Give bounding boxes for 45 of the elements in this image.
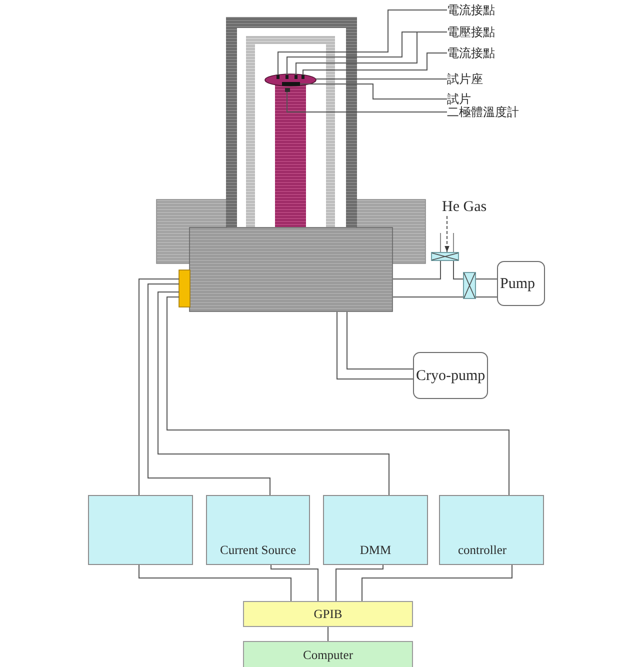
cable bbox=[158, 292, 390, 496]
callout-label: 試片 bbox=[447, 92, 471, 106]
contact-point bbox=[302, 75, 304, 79]
cable bbox=[270, 564, 318, 602]
sample-holder bbox=[264, 74, 316, 86]
leader-line bbox=[286, 92, 448, 112]
pump-box: Pump bbox=[497, 261, 545, 306]
instrument-box bbox=[88, 495, 193, 565]
diode-sensor bbox=[285, 88, 290, 92]
leader-line bbox=[316, 78, 448, 80]
pipe bbox=[453, 260, 464, 280]
callout-label: 二極體溫度計 bbox=[447, 105, 519, 119]
contact-point bbox=[286, 75, 288, 79]
cable bbox=[336, 564, 384, 602]
cable bbox=[166, 296, 510, 496]
instrument-box: controller bbox=[439, 495, 544, 565]
pipe bbox=[476, 278, 498, 298]
callout-label: 電流接點 bbox=[447, 46, 495, 60]
cryostat-drawing bbox=[156, 17, 426, 313]
cable bbox=[148, 284, 270, 496]
instrument-box: DMM bbox=[323, 495, 428, 565]
valve-icon bbox=[463, 272, 476, 299]
cable bbox=[362, 564, 512, 602]
sample-chip bbox=[282, 82, 300, 86]
interface-box: GPIB bbox=[243, 601, 413, 627]
cable bbox=[138, 564, 292, 602]
pipe bbox=[392, 260, 441, 280]
computer-box: Computer bbox=[243, 641, 413, 667]
contact-point bbox=[276, 75, 280, 79]
valve-icon bbox=[431, 252, 459, 261]
pipe bbox=[392, 296, 464, 298]
pump-box: Cryo-pump bbox=[413, 352, 488, 399]
flow-arrow bbox=[444, 216, 450, 252]
leader-line bbox=[302, 52, 448, 76]
gas-label: He Gas bbox=[442, 199, 487, 216]
callout-label: 試片座 bbox=[447, 72, 483, 86]
callout-label: 電壓接點 bbox=[447, 25, 495, 39]
instrument-box: Current Source bbox=[206, 495, 310, 565]
callout-label: 電流接點 bbox=[447, 3, 495, 17]
connector-plug bbox=[178, 270, 190, 308]
leader-line bbox=[300, 84, 448, 100]
cable bbox=[138, 278, 180, 496]
leader-line bbox=[278, 10, 448, 76]
contact-point bbox=[294, 75, 298, 79]
pipe bbox=[336, 312, 414, 380]
